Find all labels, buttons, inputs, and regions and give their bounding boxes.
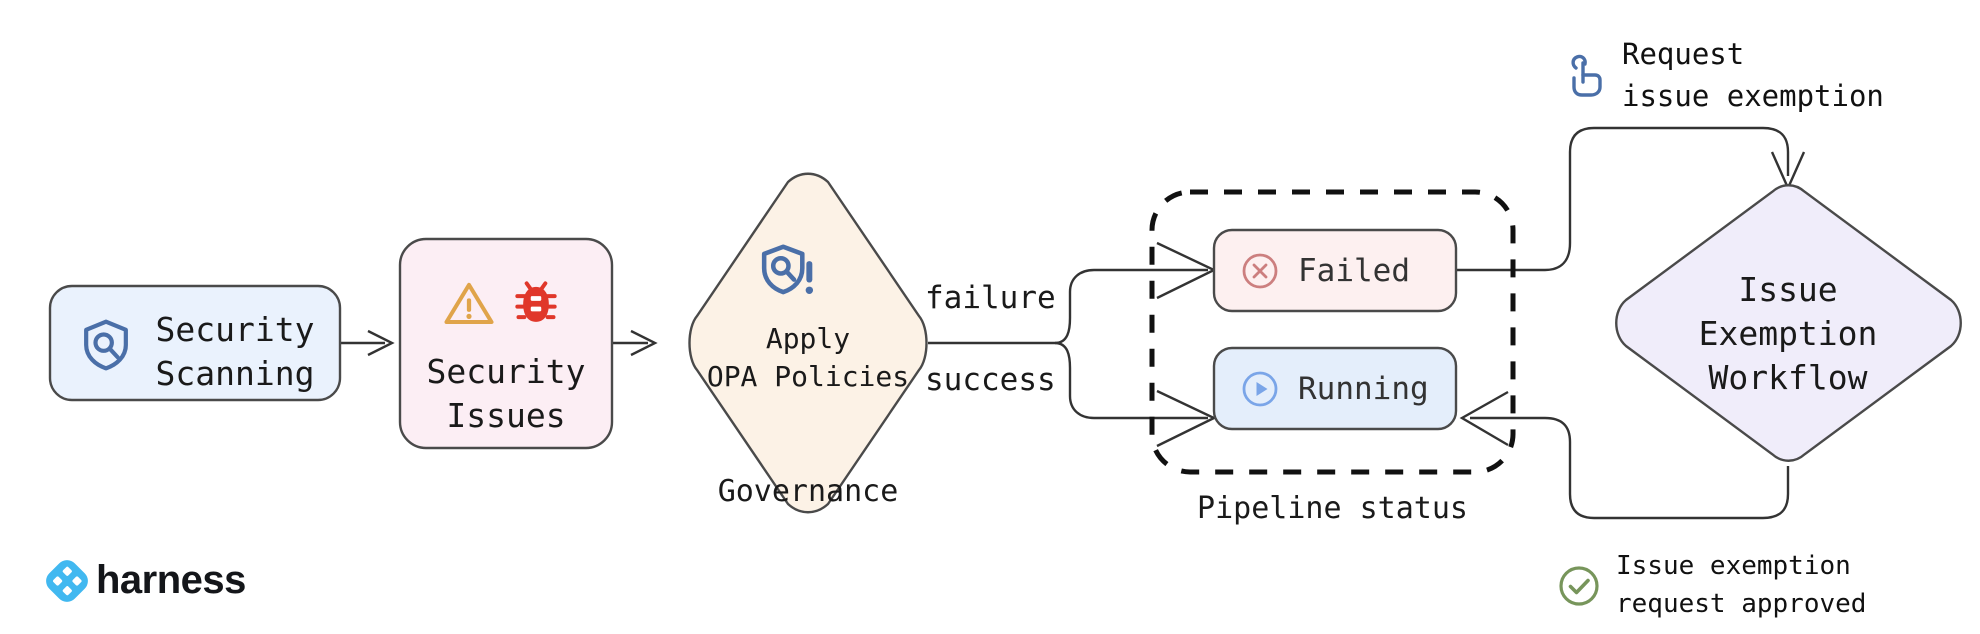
play-circle-icon: [1240, 369, 1280, 409]
edge-workflow-to-running: [1459, 390, 1790, 520]
bug-icon: [508, 274, 564, 330]
harness-logo: harness: [46, 558, 246, 603]
harness-logo-text: harness: [96, 558, 246, 602]
annotation-request-line2: issue exemption: [1622, 79, 1884, 114]
annotation-approved-line1: Issue exemption: [1616, 551, 1851, 581]
harness-logo-icon: [46, 559, 88, 602]
warning-triangle-icon: [442, 277, 496, 331]
node-issue-exemption-workflow-shape: [1615, 184, 1962, 462]
edge-scanning-to-issues: [340, 329, 395, 357]
shield-search-icon: [78, 317, 134, 373]
status-label-failed: Failed: [1298, 252, 1410, 289]
pipeline-status-group-border: [1149, 189, 1516, 475]
annotation-request-text: Request issue exemption: [1622, 33, 1884, 117]
edge-label-success: success: [925, 362, 1056, 398]
status-row-running[interactable]: Running: [1214, 348, 1456, 429]
click-hand-icon: [1562, 50, 1608, 100]
annotation-approved-text: Issue exemption request approved: [1616, 548, 1866, 623]
check-circle-icon: [1556, 563, 1602, 609]
shield-policy-alert-icon: [757, 242, 819, 304]
node-running-shape: [1212, 346, 1458, 431]
edge-opa-to-running: [1054, 341, 1217, 448]
annotation-request-approved: Issue exemption request approved: [1556, 548, 1866, 623]
annotation-request-issue-exemption: Request issue exemption: [1562, 33, 1884, 117]
edge-opa-to-failed: [1054, 241, 1217, 345]
status-row-failed[interactable]: Failed: [1214, 230, 1456, 311]
node-apply-opa-policies-shape: [688, 172, 928, 514]
node-security-scanning-shape: [48, 284, 342, 402]
node-failed-shape: [1212, 228, 1458, 313]
edge-label-failure: failure: [925, 280, 1056, 316]
x-circle-icon: [1240, 251, 1280, 291]
edge-issues-to-opa: [613, 329, 658, 357]
annotation-request-line1: Request: [1622, 37, 1745, 71]
annotation-approved-line2: request approved: [1616, 588, 1867, 619]
node-security-issues-shape: [398, 237, 614, 450]
status-label-running: Running: [1298, 370, 1429, 407]
